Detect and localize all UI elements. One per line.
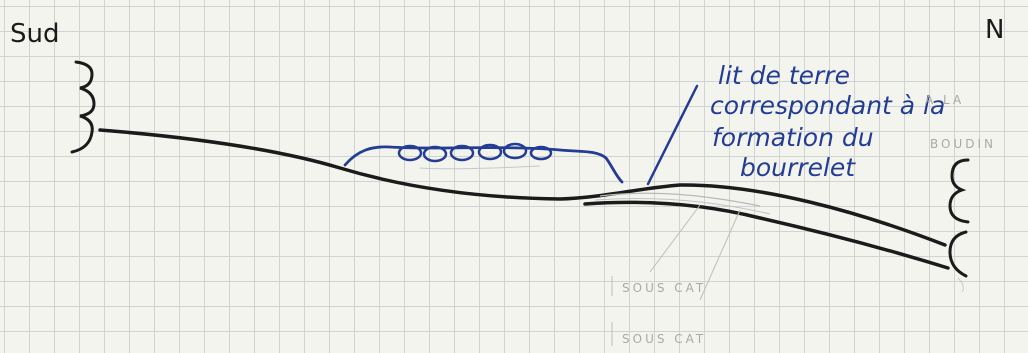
ground-profile-line bbox=[98, 128, 947, 247]
pencil-note-sous-cat-2: SOUS CAT bbox=[622, 332, 706, 346]
pencil-note-faded-right: BOUDIN bbox=[930, 137, 996, 151]
pencil-pointer-1 bbox=[649, 204, 701, 273]
lower-layer-line bbox=[583, 200, 950, 270]
pebble-3 bbox=[449, 144, 475, 162]
annotation-line-2: correspondant à la bbox=[710, 91, 945, 120]
pebble-2 bbox=[422, 145, 448, 163]
left-layer-brace bbox=[70, 60, 96, 154]
pencil-bracket-3 bbox=[957, 277, 964, 293]
pebble-1 bbox=[397, 144, 423, 162]
annotation-line-4: bourrelet bbox=[740, 153, 856, 182]
south-label: Sud bbox=[10, 19, 60, 49]
pencil-layer-line-upper bbox=[599, 192, 761, 207]
pencil-note-sous-cat-1: SOUS CAT bbox=[622, 281, 706, 295]
right-layer-brace-upper bbox=[948, 158, 970, 224]
pebble-4 bbox=[477, 143, 503, 161]
north-label: N bbox=[985, 15, 1004, 45]
pencil-layer-line-lower bbox=[594, 198, 771, 215]
annotation-pointer-line bbox=[646, 84, 699, 186]
right-layer-brace-lower bbox=[948, 230, 968, 278]
pebble-6 bbox=[529, 145, 553, 161]
pebble-dots-pencil bbox=[419, 165, 541, 170]
pencil-pointer-2 bbox=[699, 209, 741, 301]
pencil-note-faded-top: A LA bbox=[925, 93, 964, 107]
pebble-5 bbox=[502, 142, 528, 160]
annotation-line-1: lit de terre bbox=[718, 61, 850, 90]
bourrelet-outline bbox=[343, 145, 624, 184]
bourrelet-pebbles bbox=[397, 142, 553, 163]
annotation-line-3: formation du bbox=[712, 123, 874, 152]
